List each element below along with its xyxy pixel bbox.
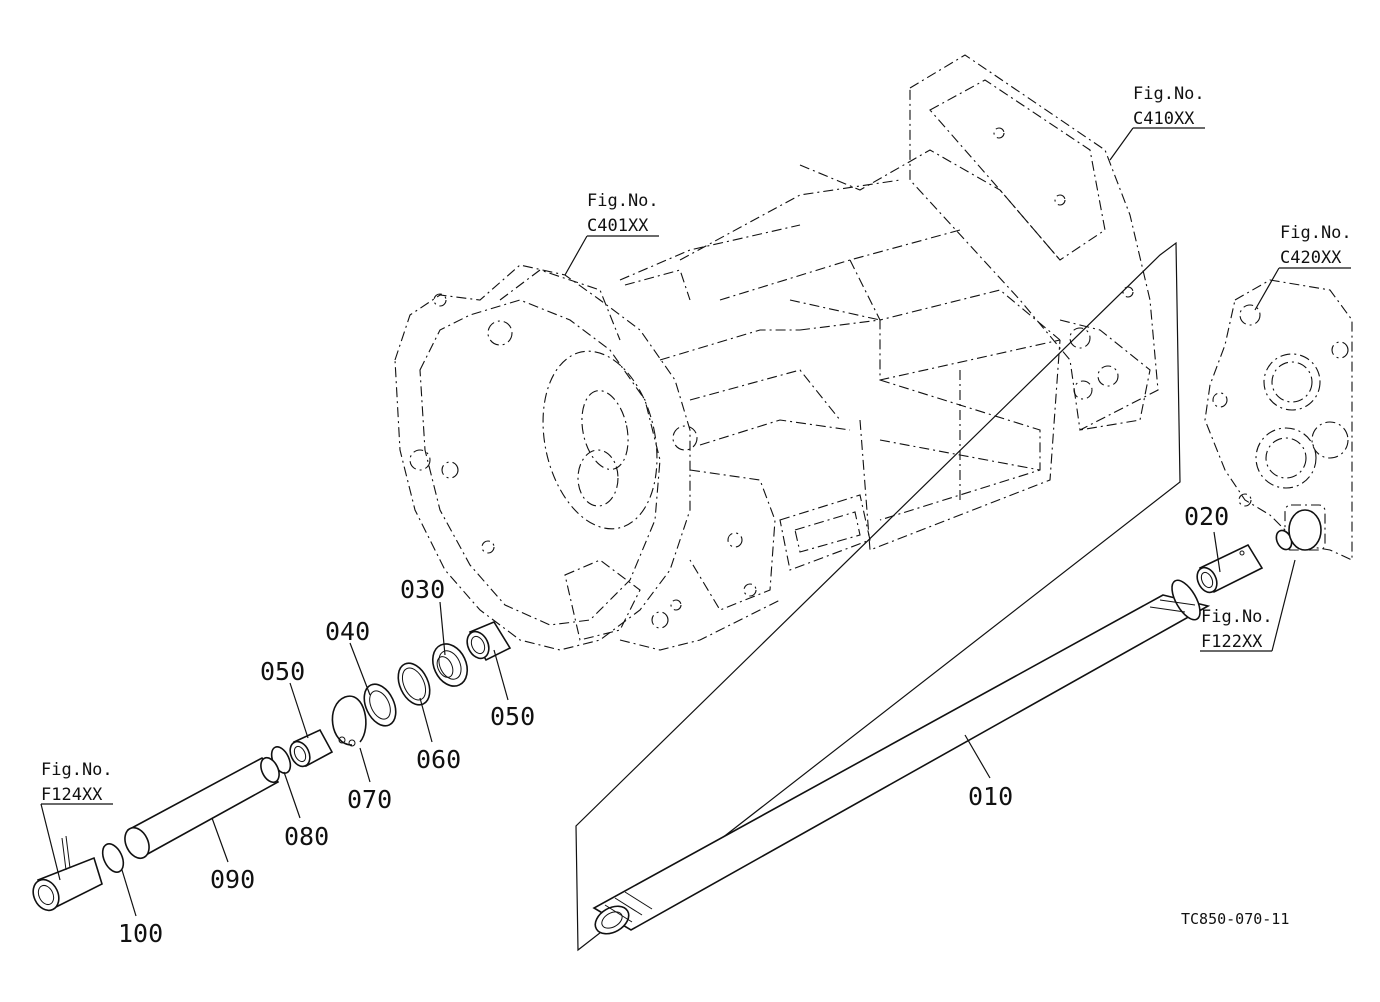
- part-070-snap-ring: [331, 695, 367, 747]
- part-label-080: 080: [284, 822, 329, 851]
- leader-lines: [40, 127, 1351, 917]
- gear-case-drawing: [1204, 279, 1353, 561]
- fig-c420-line1: Fig.No.: [1280, 223, 1352, 243]
- part-020-sleeve: [1196, 509, 1322, 594]
- transmission-housing-drawing: [394, 54, 1159, 651]
- figure-reference-f122: Fig.No. F122XX: [1201, 607, 1273, 652]
- fig-f124-line1: Fig.No.: [41, 760, 113, 780]
- shaft-outline-box: [575, 241, 1181, 952]
- part-050-collar-right: [466, 620, 512, 662]
- part-label-070: 070: [347, 785, 392, 814]
- part-030-bearing: [431, 643, 469, 687]
- part-label-050-right: 050: [490, 702, 535, 731]
- figure-reference-c420: Fig.No. C420XX: [1280, 223, 1352, 268]
- part-050-collar-left: [289, 728, 334, 768]
- part-100-o-ring: [101, 843, 125, 873]
- figure-reference-c401: Fig.No. C401XX: [587, 191, 659, 236]
- coupling-f124: [32, 835, 103, 912]
- part-010-shaft: [592, 579, 1211, 935]
- part-label-060: 060: [416, 745, 461, 774]
- fig-c401-line2: C401XX: [587, 216, 649, 236]
- part-040-seal: [363, 683, 397, 727]
- fig-c410-line2: C410XX: [1133, 109, 1195, 129]
- part-label-010: 010: [968, 782, 1013, 811]
- fig-c410-line1: Fig.No.: [1133, 84, 1205, 104]
- part-number-labels: 010 020 030 040 050 050 060 070 080 090 …: [118, 502, 1229, 948]
- fig-c420-line2: C420XX: [1280, 248, 1342, 268]
- part-090-pipe: [124, 756, 280, 860]
- part-060-ring: [397, 662, 431, 706]
- part-label-030: 030: [400, 575, 445, 604]
- fig-f122-line1: Fig.No.: [1201, 607, 1273, 627]
- part-label-040: 040: [325, 617, 370, 646]
- part-label-020: 020: [1184, 502, 1229, 531]
- fig-f122-line2: F122XX: [1201, 632, 1263, 652]
- fig-c401-line1: Fig.No.: [587, 191, 659, 211]
- fig-f124-line2: F124XX: [41, 785, 103, 805]
- part-label-050-left: 050: [260, 657, 305, 686]
- figure-reference-c410: Fig.No. C410XX: [1133, 84, 1205, 129]
- figure-reference-f124: Fig.No. F124XX: [41, 760, 113, 805]
- part-label-100: 100: [118, 919, 163, 948]
- drawing-code: TC850-070-11: [1181, 910, 1289, 928]
- part-label-090: 090: [210, 865, 255, 894]
